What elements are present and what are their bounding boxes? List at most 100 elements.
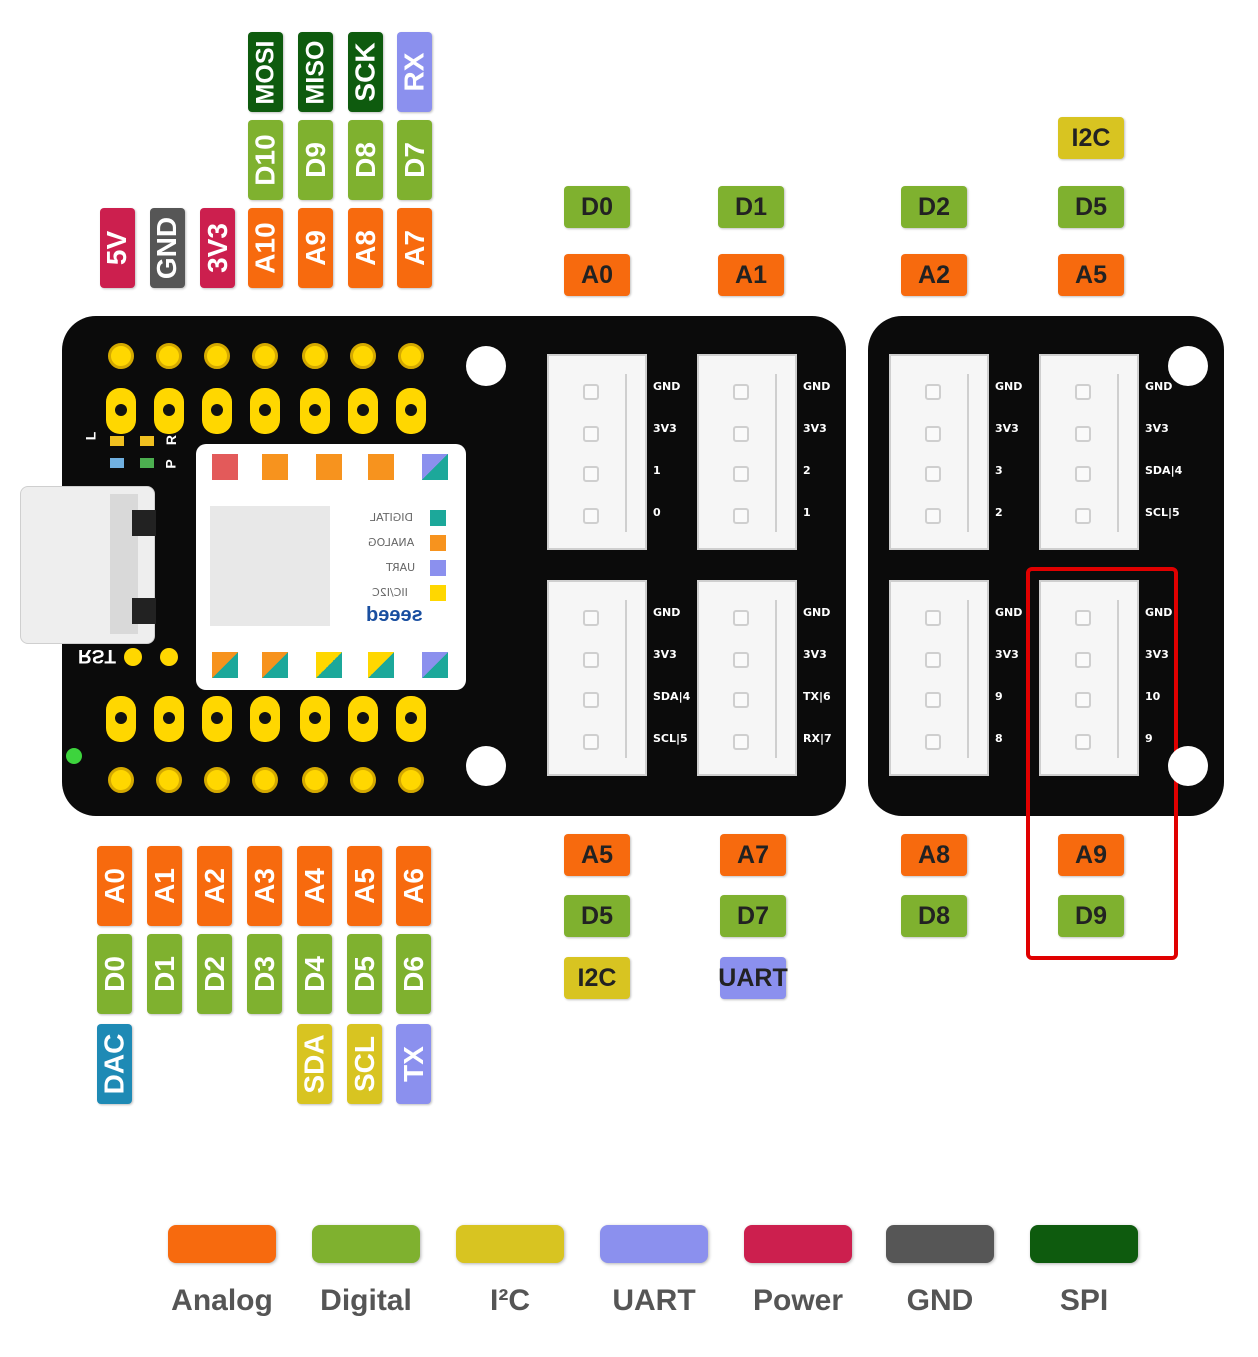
grove-pin-label: GND [803,380,831,393]
rst-label: RST [78,645,116,666]
header-hole-bottom [252,767,278,793]
header-pad-bottom [154,696,184,742]
module-legend-swatch [430,560,446,576]
bottom-pin-d2-tag-text: D2 [198,956,230,992]
grove-pin [583,426,599,442]
header-hole-top [204,343,230,369]
grove-connector-bottom-3[interactable] [889,580,989,776]
header-pad-top [106,388,136,434]
bottom-pin-a3-tag: A3 [247,846,282,926]
grove-pin [1075,734,1091,750]
module-pad-analog [368,454,394,480]
grove-pin-label: 3 [995,464,1003,477]
top-pin-mosi-tag: MOSI [248,32,283,112]
header-hole-bottom [204,767,230,793]
bottom-pin-a3-tag-text: A3 [248,868,280,904]
top-pin-d7-tag-text: D7 [398,142,430,178]
bottom-pin-d5-tag-text: D5 [348,956,380,992]
bottom-pin-dac-tag: DAC [97,1024,132,1104]
grove-pin-label: 10 [1145,690,1161,703]
bottom-pin-a0-tag: A0 [97,846,132,926]
top-pin-rx-tag: RX [397,32,432,112]
grove-pin [925,466,941,482]
bridge-dot [846,494,868,516]
bottom-pin-d0-tag-text: D0 [98,956,130,992]
grove-pin [925,692,941,708]
grove-pin-label: SDA|4 [1145,464,1183,477]
grove-pin-label: SCL|5 [653,732,688,745]
grove-connector-top-3[interactable] [889,354,989,550]
bottom-pin-d4-tag: D4 [297,934,332,1014]
grove-pin [1075,426,1091,442]
grove-pin-label: 3V3 [803,648,827,661]
legend-swatch-spi [1030,1225,1138,1263]
top-pin-d9-tag: D9 [298,120,333,200]
grove-top-a2-tag: A2 [901,254,967,296]
grove-pin [583,652,599,668]
grove-pin [925,652,941,668]
grove-top-d0-tag: D0 [564,186,630,228]
header-pad-bottom [348,696,378,742]
legend-swatch-uart [600,1225,708,1263]
legend-swatch-analog [168,1225,276,1263]
grove-pin-label: 0 [653,506,661,519]
module-legend-i2c: IIC/I2C [372,586,408,599]
grove-top-a1-tag: A1 [718,254,784,296]
grove-bottom-a9-tag: A9 [1058,834,1124,876]
rst-button[interactable] [124,648,142,666]
top-pin-3v3-tag: 3V3 [200,208,235,288]
grove-bottom-d9-tag: D9 [1058,895,1124,937]
grove-pin-label: 9 [1145,732,1153,745]
legend-swatch-digital [312,1225,420,1263]
grove-connector-bottom-2[interactable] [697,580,797,776]
grove-pin [733,508,749,524]
bridge-dot [846,434,868,456]
module-legend-analog: ANALOG [368,536,415,549]
grove-connector-bottom-1[interactable] [547,580,647,776]
grove-connector-top-2[interactable] [697,354,797,550]
top-pin-a7-tag-text: A7 [398,230,430,266]
grove-pin-label: RX|7 [803,732,832,745]
grove-pin [733,692,749,708]
grove-pin-label: 3V3 [653,422,677,435]
grove-connector-top-4[interactable] [1039,354,1139,550]
grove-pin [925,734,941,750]
grove-pin-label: 3V3 [653,648,677,661]
header-hole-bottom [156,767,182,793]
bridge-dot [846,606,868,628]
bottom-pin-a5-tag-text: A5 [348,868,380,904]
bottom-pin-sda-tag-text: SDA [298,1034,330,1094]
top-pin-5v-tag-text: 5V [101,230,133,266]
top-pin-rx-tag-text: RX [398,52,430,92]
grove-pin-label: 8 [995,732,1003,745]
bottom-pin-a6-tag-text: A6 [397,868,429,904]
module-pad-mixed [262,652,288,678]
top-pin-a7-tag: A7 [397,208,432,288]
grove-pin-label: 3V3 [995,648,1019,661]
grove-connector-bottom-4[interactable] [1039,580,1139,776]
top-pin-sck-tag: SCK [348,32,383,112]
top-pin-3v3-tag-text: 3V3 [201,223,233,273]
module-pad-mixed [368,652,394,678]
header-pad-bottom [250,696,280,742]
rst-button-2[interactable] [160,648,178,666]
grove-pin [733,466,749,482]
grove-connector-top-1[interactable] [547,354,647,550]
led-indicator [140,458,154,468]
header-pad-bottom [106,696,136,742]
grove-pin-label: 2 [803,464,811,477]
top-pin-miso-tag: MISO [298,32,333,112]
grove-pin [1075,652,1091,668]
grove-pin [583,692,599,708]
bridge-dot [846,522,868,544]
legend-label-digital: Digital [320,1284,412,1317]
grove-pin [925,426,941,442]
bottom-pin-tx-tag: TX [396,1024,431,1104]
grove-pin [583,466,599,482]
grove-bottom-a5-tag: A5 [564,834,630,876]
bridge-dot [846,724,868,746]
header-pad-top [300,388,330,434]
module-pad-mixed [422,454,448,480]
module-legend-digital: DIGITAL [370,511,414,524]
grove-top-d2-tag: D2 [901,186,967,228]
